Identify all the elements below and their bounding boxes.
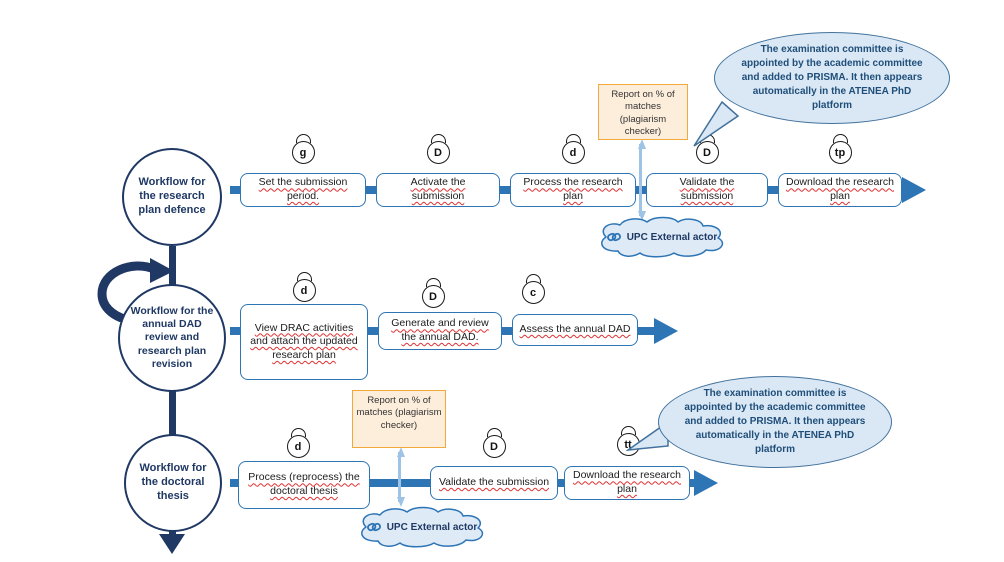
flow-arrowhead-row1-icon bbox=[902, 177, 926, 203]
step-label: Download the research plan bbox=[573, 469, 681, 495]
step-validate-submission-row1: Validate the submission bbox=[646, 173, 768, 207]
cloud-text: UPC External actor bbox=[626, 231, 718, 243]
actor-icon-row1-D2: D bbox=[690, 134, 724, 164]
link-icon bbox=[366, 522, 381, 532]
person-head-icon bbox=[290, 428, 306, 437]
actor-initial: D bbox=[426, 141, 450, 164]
timeline-arrowhead-icon bbox=[159, 534, 185, 554]
step-download-research-plan-row3: Download the research plan bbox=[564, 466, 690, 500]
plagiarism-note-row1: Report on % of matches (plagiarism check… bbox=[598, 84, 688, 140]
workflow-circle-doctoral-thesis: Workflow for the doctoral thesis bbox=[124, 434, 222, 532]
actor-icon-row3-D: D bbox=[477, 428, 511, 458]
actor-icon-row2-D: D bbox=[416, 278, 450, 308]
person-head-icon bbox=[296, 272, 312, 281]
step-download-research-plan-row1: Download the research plan bbox=[778, 173, 902, 207]
actor-initial: d bbox=[292, 279, 316, 302]
workflow-circle-annual-dad-review: Workflow for the annual DAD review and r… bbox=[118, 284, 226, 392]
person-head-icon bbox=[525, 274, 541, 283]
person-head-icon bbox=[425, 278, 441, 287]
callout-text: The examination committee is appointed b… bbox=[741, 43, 923, 112]
step-assess-annual-dad: Assess the annual DAD bbox=[512, 314, 638, 346]
actor-initial: c bbox=[521, 281, 545, 304]
actor-icon-row2-c: c bbox=[516, 274, 550, 304]
step-label: Validate the submission bbox=[679, 176, 735, 202]
step-label: Process (reprocess) the doctoral thesis bbox=[248, 471, 360, 497]
step-generate-review-annual-dad: Generate and review the annual DAD. bbox=[378, 312, 502, 350]
step-label: Validate the submission bbox=[438, 476, 550, 489]
actor-initial: D bbox=[421, 285, 445, 308]
step-label: Set the submission period. bbox=[258, 176, 348, 202]
step-process-doctoral-thesis: Process (reprocess) the doctoral thesis bbox=[238, 461, 370, 509]
cloud-shape-icon bbox=[601, 216, 724, 258]
step-validate-submission-row3: Validate the submission bbox=[430, 466, 558, 500]
note-text: Report on % of matches (plagiarism check… bbox=[611, 89, 675, 138]
step-set-submission-period: Set the submission period. bbox=[240, 173, 366, 207]
step-label: Download the research plan bbox=[786, 176, 894, 202]
person-head-icon bbox=[486, 428, 502, 437]
actor-icon-row1-g: g bbox=[286, 134, 320, 164]
workflow-circle-research-plan-defence: Workflow for the research plan defence bbox=[122, 148, 222, 246]
cloud-text: UPC External actor bbox=[386, 521, 478, 533]
cloud-shape-icon bbox=[361, 506, 484, 548]
actor-initial: D bbox=[482, 435, 506, 458]
person-head-icon bbox=[295, 134, 311, 143]
person-head-icon bbox=[620, 426, 636, 435]
actor-icon-row2-d: d bbox=[287, 272, 321, 302]
examination-committee-callout-row1: The examination committee is appointed b… bbox=[714, 32, 950, 124]
step-activate-submission: Activate the submission bbox=[376, 173, 500, 207]
note-text: Report on % of matches (plagiarism check… bbox=[356, 395, 442, 431]
person-head-icon bbox=[430, 134, 446, 143]
workflow-circle-label: Workflow for the doctoral thesis bbox=[139, 462, 207, 502]
step-process-research-plan: Process the research plan bbox=[510, 173, 636, 207]
upc-external-actor-cloud-row3: UPC External actor bbox=[354, 506, 490, 548]
step-label: Activate the submission bbox=[410, 176, 466, 202]
actor-initial: d bbox=[286, 435, 310, 458]
flow-arrowhead-row3-icon bbox=[694, 470, 718, 496]
examination-committee-callout-row3: The examination committee is appointed b… bbox=[658, 376, 892, 468]
step-label: Generate and review the annual DAD. bbox=[391, 317, 489, 343]
actor-initial: g bbox=[291, 141, 315, 164]
actor-initial: d bbox=[561, 141, 585, 164]
actor-icon-row1-D1: D bbox=[421, 134, 455, 164]
actor-icon-row1-d: d bbox=[556, 134, 590, 164]
plagiarism-note-row3: Report on % of matches (plagiarism check… bbox=[352, 390, 446, 448]
actor-initial: D bbox=[695, 141, 719, 164]
person-head-icon bbox=[832, 134, 848, 143]
person-head-icon bbox=[565, 134, 581, 143]
upc-external-actor-cloud-row1: UPC External actor bbox=[594, 216, 730, 258]
step-view-drac-activities: View DRAC activities and attach the upda… bbox=[240, 304, 368, 380]
actor-icon-row3-d: d bbox=[281, 428, 315, 458]
actor-icon-row1-tp: tp bbox=[823, 134, 857, 164]
actor-initial: tp bbox=[828, 141, 852, 164]
link-icon bbox=[606, 232, 621, 242]
step-label: View DRAC activities and attach the upda… bbox=[250, 321, 358, 361]
callout-text: The examination committee is appointed b… bbox=[684, 387, 866, 456]
workflow-circle-label: Workflow for the annual DAD review and r… bbox=[130, 305, 214, 370]
double-arrow-connector-row1 bbox=[637, 139, 646, 221]
flow-arrowhead-row2-icon bbox=[654, 318, 678, 344]
double-arrow-connector-row3 bbox=[396, 447, 405, 507]
callout-tail-icon bbox=[693, 100, 740, 147]
workflow-circle-label: Workflow for the research plan defence bbox=[138, 176, 206, 216]
step-label: Assess the annual DAD bbox=[519, 323, 631, 336]
step-label: Process the research plan bbox=[523, 176, 623, 202]
